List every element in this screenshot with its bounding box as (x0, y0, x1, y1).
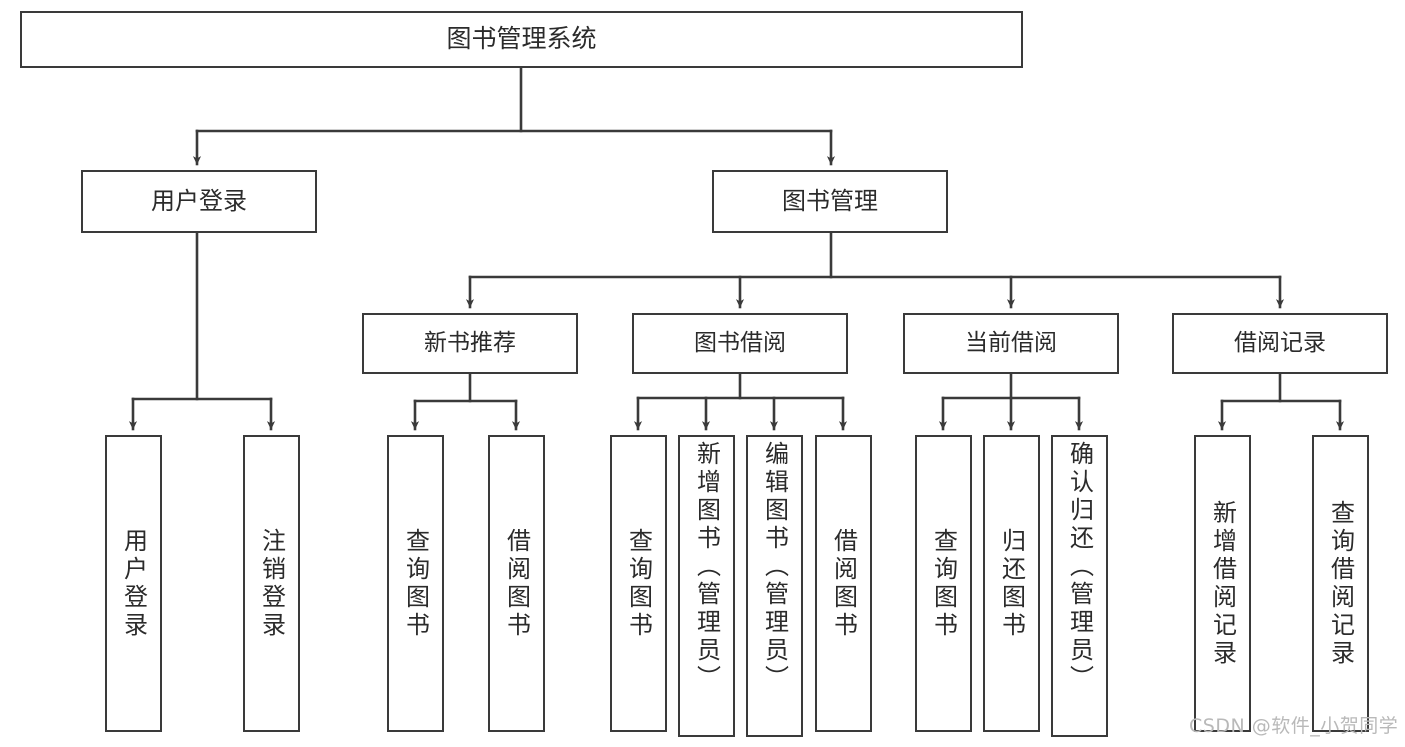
node-new-book-recommend[interactable]: 新书推荐 (362, 313, 578, 374)
leaf-user-login[interactable]: 用户登录 (105, 435, 162, 732)
leaf-confirm-return-admin[interactable]: 确认归还（管理员） (1051, 435, 1108, 737)
leaf-label: 确认归还（管理员） (1065, 441, 1094, 693)
node-book-management-system[interactable]: 图书管理系统 (20, 11, 1023, 68)
leaf-label: 新增图书（管理员） (692, 441, 721, 693)
node-label: 图书管理系统 (446, 24, 597, 54)
leaf-query-book-borrow[interactable]: 查询图书 (610, 435, 667, 732)
watermark-text: CSDN @软件_小贺同学 (1189, 715, 1399, 737)
leaf-label: 用户登录 (119, 527, 148, 640)
leaf-add-book-admin[interactable]: 新增图书（管理员） (678, 435, 735, 737)
leaf-label: 查询图书 (401, 527, 430, 640)
leaf-borrow-book-borrow[interactable]: 借阅图书 (815, 435, 872, 732)
leaf-label: 查询借阅记录 (1326, 499, 1355, 668)
leaf-query-book-current[interactable]: 查询图书 (915, 435, 972, 732)
node-book-management[interactable]: 图书管理 (712, 170, 948, 233)
node-user-login[interactable]: 用户登录 (81, 170, 317, 233)
node-book-borrow[interactable]: 图书借阅 (632, 313, 848, 374)
node-current-borrow[interactable]: 当前借阅 (903, 313, 1119, 374)
leaf-label: 新增借阅记录 (1208, 499, 1237, 668)
leaf-label: 借阅图书 (829, 527, 858, 640)
node-label: 图书借阅 (694, 330, 786, 357)
leaf-label: 借阅图书 (502, 527, 531, 640)
leaf-add-borrow-record[interactable]: 新增借阅记录 (1194, 435, 1251, 732)
node-label: 用户登录 (151, 186, 247, 215)
leaf-return-book[interactable]: 归还图书 (983, 435, 1040, 732)
leaf-label: 查询图书 (929, 527, 958, 640)
node-label: 新书推荐 (424, 330, 516, 357)
leaf-logout-login[interactable]: 注销登录 (243, 435, 300, 732)
node-label: 借阅记录 (1234, 330, 1326, 357)
leaf-label: 注销登录 (257, 527, 286, 640)
node-label: 图书管理 (782, 186, 878, 215)
leaf-label: 查询图书 (624, 527, 653, 640)
leaf-borrow-book-recommend[interactable]: 借阅图书 (488, 435, 545, 732)
node-label: 当前借阅 (965, 330, 1057, 357)
leaf-label: 编辑图书（管理员） (760, 441, 789, 693)
leaf-label: 归还图书 (997, 527, 1026, 640)
leaf-edit-book-admin[interactable]: 编辑图书（管理员） (746, 435, 803, 737)
node-borrow-record[interactable]: 借阅记录 (1172, 313, 1388, 374)
leaf-query-book-recommend[interactable]: 查询图书 (387, 435, 444, 732)
leaf-query-borrow-record[interactable]: 查询借阅记录 (1312, 435, 1369, 732)
